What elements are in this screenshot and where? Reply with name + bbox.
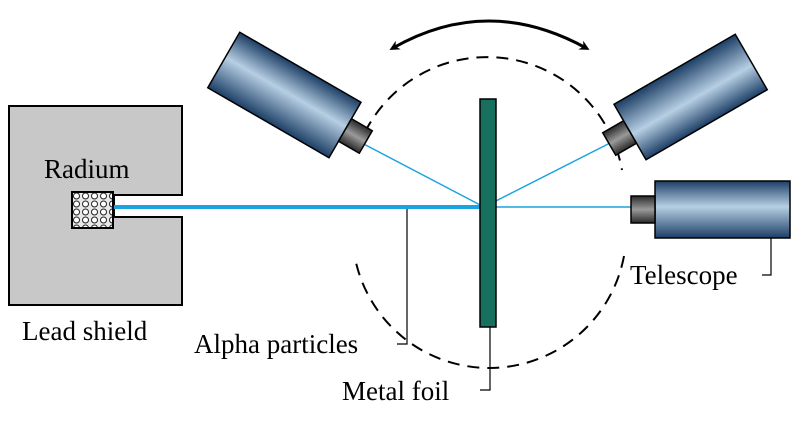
radium-sample xyxy=(71,191,114,229)
rotation-arrow-icon xyxy=(389,19,590,50)
telescope-right xyxy=(630,180,791,239)
telescope-upper-left xyxy=(206,31,374,159)
telescope-label: Telescope xyxy=(630,260,738,290)
alpha-beams xyxy=(114,140,632,209)
leader-lines xyxy=(397,209,772,391)
telescope-upper-right xyxy=(601,33,769,161)
metal-foil xyxy=(479,98,497,328)
alpha-particles-label: Alpha particles xyxy=(194,329,358,359)
metal-foil-label: Metal foil xyxy=(342,376,449,406)
lead-shield-label: Lead shield xyxy=(22,316,148,346)
radium-label: Radium xyxy=(44,154,130,184)
